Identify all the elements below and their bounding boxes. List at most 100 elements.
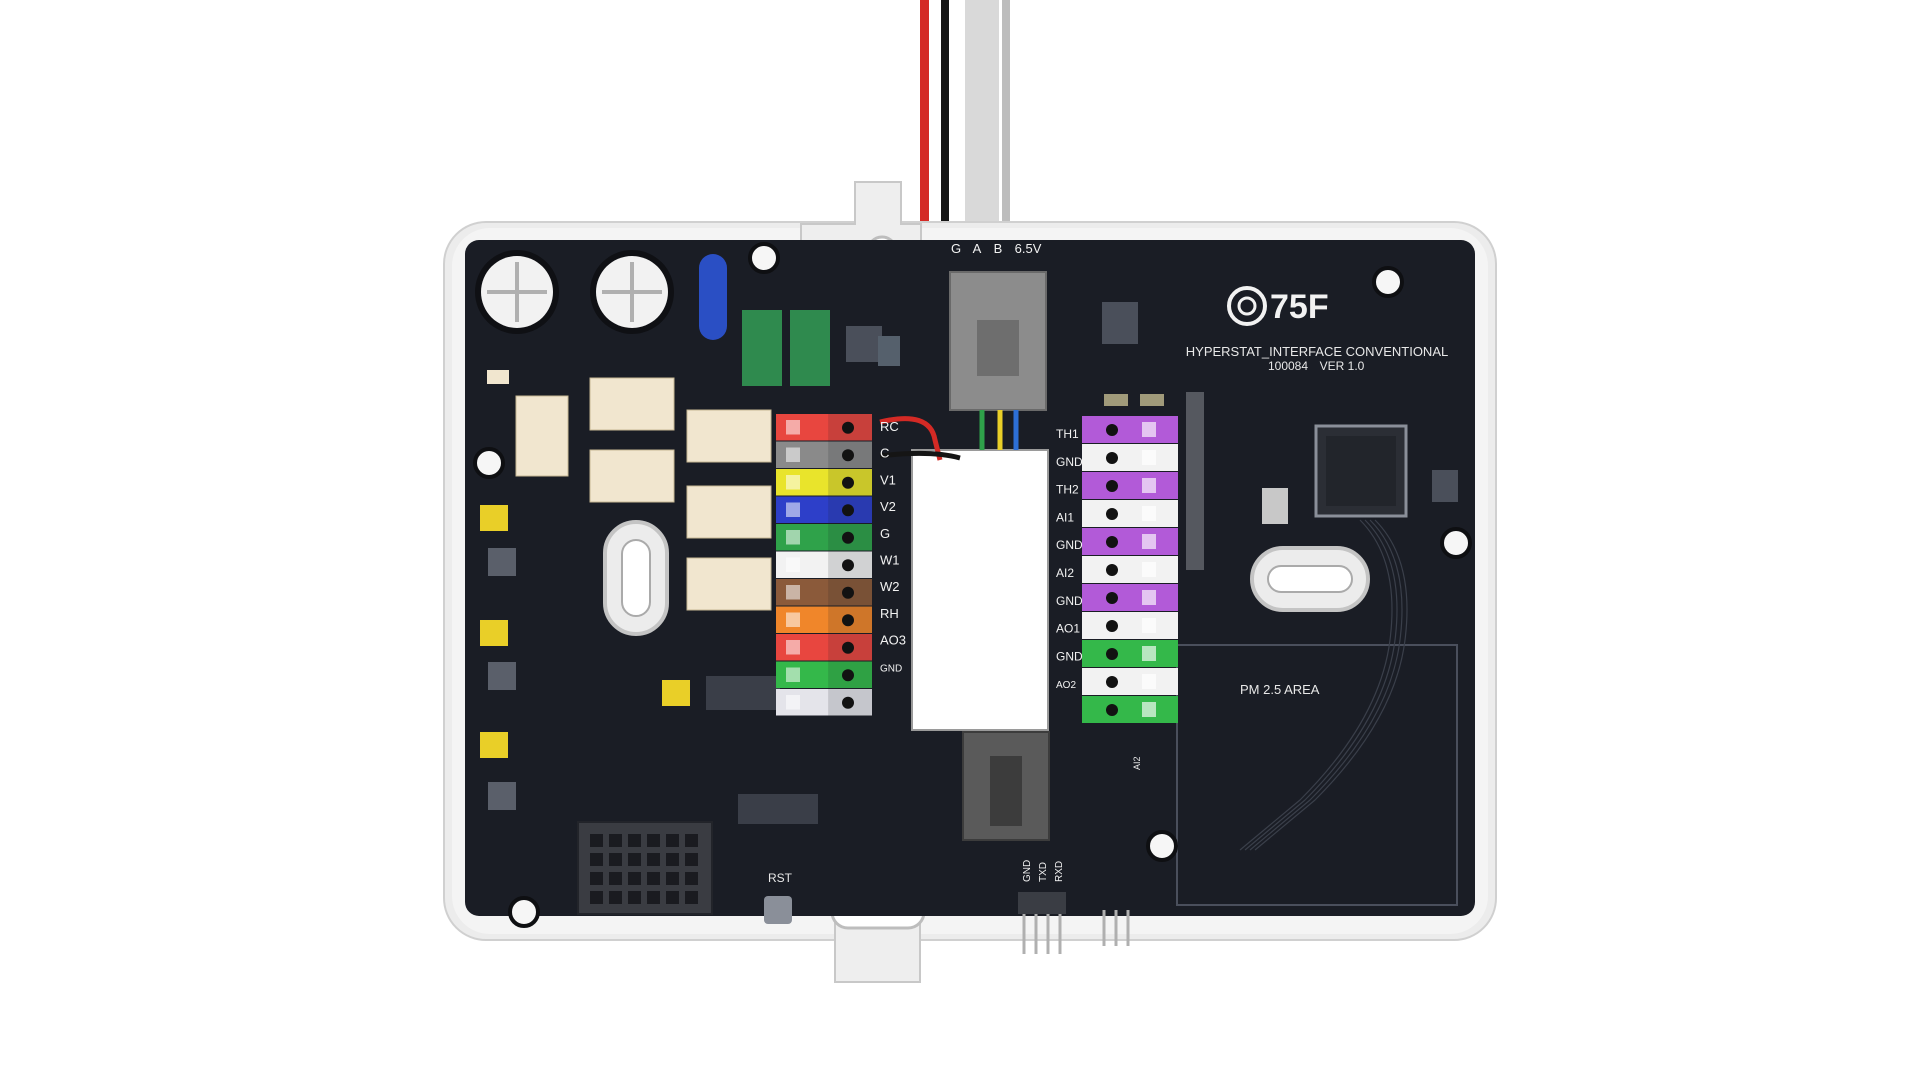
board-version: VER 1.0 xyxy=(1320,359,1365,373)
left-terminal-label: V2 xyxy=(880,499,896,514)
screw-hole xyxy=(842,559,854,572)
right-terminal-slot xyxy=(1082,416,1178,443)
pin-header xyxy=(1186,392,1204,570)
left-terminal-label: C xyxy=(880,446,889,461)
right-terminal-label: GND xyxy=(1056,538,1083,552)
screw-hole xyxy=(1106,508,1118,520)
right-terminal-slot xyxy=(1082,556,1178,583)
power-cables xyxy=(920,0,1010,230)
right-terminal-label: AI1 xyxy=(1056,510,1074,524)
white-cable xyxy=(965,0,999,230)
screw-hole xyxy=(1106,704,1118,716)
screw-hole xyxy=(842,614,854,627)
left-terminal-label: RC xyxy=(880,419,899,434)
screw-hole xyxy=(842,696,854,709)
right-terminal-slot xyxy=(1082,584,1178,611)
top-header-label: A xyxy=(973,241,982,256)
left-terminal-slot xyxy=(776,579,829,606)
right-terminal-slot xyxy=(1082,696,1178,723)
screw-hole xyxy=(1106,452,1118,464)
right-terminal-slot xyxy=(1082,612,1178,639)
red-wire xyxy=(920,0,929,230)
right-terminal-slot xyxy=(1082,668,1178,695)
screw-hole xyxy=(1106,564,1118,576)
left-terminal-label: GND xyxy=(880,663,902,674)
left-terminal-slot xyxy=(776,414,829,441)
left-terminal-slot xyxy=(776,524,829,551)
screw-hole xyxy=(1106,480,1118,492)
left-terminal-label: AO3 xyxy=(880,633,906,648)
left-terminal-slot xyxy=(776,496,829,523)
mounting-holes xyxy=(473,242,1472,928)
right-terminal-label: TH1 xyxy=(1056,427,1079,441)
screw-hole xyxy=(1106,592,1118,604)
screw-hole xyxy=(842,669,854,682)
center-cutout xyxy=(911,449,1049,731)
bottom-header-labels: GND TXD RXD xyxy=(1022,860,1065,882)
board-title: HYPERSTAT_INTERFACE CONVENTIONAL xyxy=(1186,344,1448,359)
right-terminal-slot xyxy=(1082,528,1178,555)
reset-button xyxy=(764,896,792,924)
sensor-label: AI2 xyxy=(1132,756,1142,770)
right-terminal-label: AO2 xyxy=(1056,680,1076,691)
left-terminal-slot xyxy=(776,551,829,578)
left-terminal-slot xyxy=(776,606,829,633)
right-terminal-slot xyxy=(1082,500,1178,527)
screw-hole xyxy=(1106,676,1118,688)
blue-capacitor xyxy=(699,254,727,340)
right-terminal-slot xyxy=(1082,472,1178,499)
left-terminal-slot xyxy=(776,661,829,688)
screw-hole xyxy=(842,531,854,544)
screw-hole xyxy=(842,449,854,462)
inductor-2 xyxy=(790,310,830,386)
black-wire xyxy=(941,0,949,230)
board-part-number: 100084 xyxy=(1268,359,1308,373)
screw-hole xyxy=(1106,536,1118,548)
right-terminal-label: TH2 xyxy=(1056,483,1079,497)
brand-logo-icon xyxy=(1227,286,1267,326)
left-terminal-label: V1 xyxy=(880,472,896,487)
top-header-label: B xyxy=(994,241,1003,256)
left-terminal-slot xyxy=(776,441,829,468)
screw-hole xyxy=(842,504,854,517)
brand-name: 75F xyxy=(1270,288,1329,326)
top-header-label: 6.5V xyxy=(1015,241,1042,256)
left-terminal-label: RH xyxy=(880,606,899,621)
bottom-pins xyxy=(1022,910,1130,954)
right-terminal-slot xyxy=(1082,444,1178,471)
inductor-1 xyxy=(742,310,782,386)
screw-hole xyxy=(842,586,854,599)
screw-hole xyxy=(1106,620,1118,632)
relays xyxy=(515,377,772,611)
right-terminal-label: GND xyxy=(1056,649,1083,663)
right-terminal-label: AI2 xyxy=(1056,566,1074,580)
right-terminal-label: GND xyxy=(1056,455,1083,469)
left-terminal-label: W1 xyxy=(880,553,900,568)
left-terminal-slot xyxy=(776,469,829,496)
screw-hole xyxy=(842,476,854,489)
screw-hole xyxy=(842,641,854,654)
left-terminal-slot xyxy=(776,634,829,661)
right-terminal-slot xyxy=(1082,640,1178,667)
left-terminal-slot xyxy=(776,689,829,716)
capacitors xyxy=(475,250,727,340)
pm-area-label: PM 2.5 AREA xyxy=(1240,682,1320,697)
screw-hole xyxy=(1106,648,1118,660)
pm-area-outline xyxy=(1176,644,1458,906)
screw-hole xyxy=(842,421,854,434)
bottom-header-label: TXD xyxy=(1038,862,1049,882)
left-terminal-label: W2 xyxy=(880,579,900,594)
bottom-header-label: GND xyxy=(1022,860,1033,882)
grey-wire xyxy=(1002,0,1010,230)
bottom-header-label: RXD xyxy=(1054,861,1065,882)
top-header-label: G xyxy=(951,241,961,256)
reset-label: RST xyxy=(768,871,793,885)
right-terminal-label: AO1 xyxy=(1056,622,1080,636)
left-terminal-label: G xyxy=(880,526,890,541)
screw-hole xyxy=(1106,424,1118,436)
right-terminal-label: GND xyxy=(1056,594,1083,608)
brand-logo xyxy=(1227,286,1267,326)
